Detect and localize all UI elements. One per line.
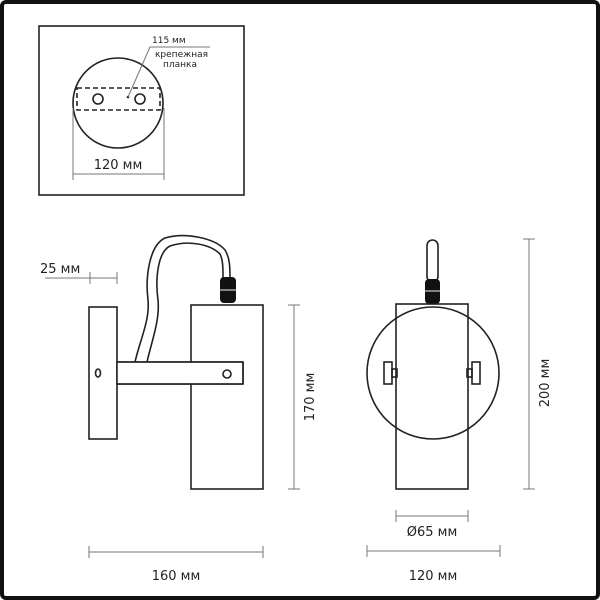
- plate-label-line2: планка: [163, 60, 197, 70]
- base-width-label: 120 мм: [409, 569, 458, 584]
- mounting-inset: 115 мм крепежная планка 120 мм: [38, 25, 245, 196]
- bracket-nut: [466, 368, 473, 378]
- screw-hole: [94, 368, 102, 378]
- plate-label-line1: крепежная: [155, 50, 208, 60]
- shade-diameter-label: Ø65 мм: [407, 525, 458, 540]
- screw-hole: [92, 93, 104, 105]
- base-circle: [72, 57, 164, 149]
- plate-width-label: 115 мм: [152, 36, 186, 46]
- bracket-nut: [391, 368, 398, 378]
- side-view: 25 мм 170 мм 160 мм: [40, 234, 318, 584]
- base-diameter-label: 120 мм: [94, 158, 143, 173]
- leader-line: [127, 46, 210, 98]
- wall-offset-label: 25 мм: [40, 262, 80, 277]
- screw-hole: [134, 93, 146, 105]
- lamp-body: [395, 303, 469, 490]
- cable-outer: [134, 234, 231, 363]
- height-label: 170 мм: [303, 373, 318, 422]
- mounting-plate-dashed: [76, 87, 161, 111]
- total-height-label: 200 мм: [538, 359, 553, 408]
- front-view: 200 мм Ø65 мм 120 мм: [366, 238, 553, 584]
- lamp-body: [190, 304, 264, 490]
- pivot-hole: [222, 369, 232, 379]
- arm-fill: [117, 362, 243, 384]
- base-disc: [366, 306, 500, 440]
- inset-frame: [38, 25, 245, 196]
- cable-inner: [146, 242, 224, 363]
- depth-label: 160 мм: [152, 569, 201, 584]
